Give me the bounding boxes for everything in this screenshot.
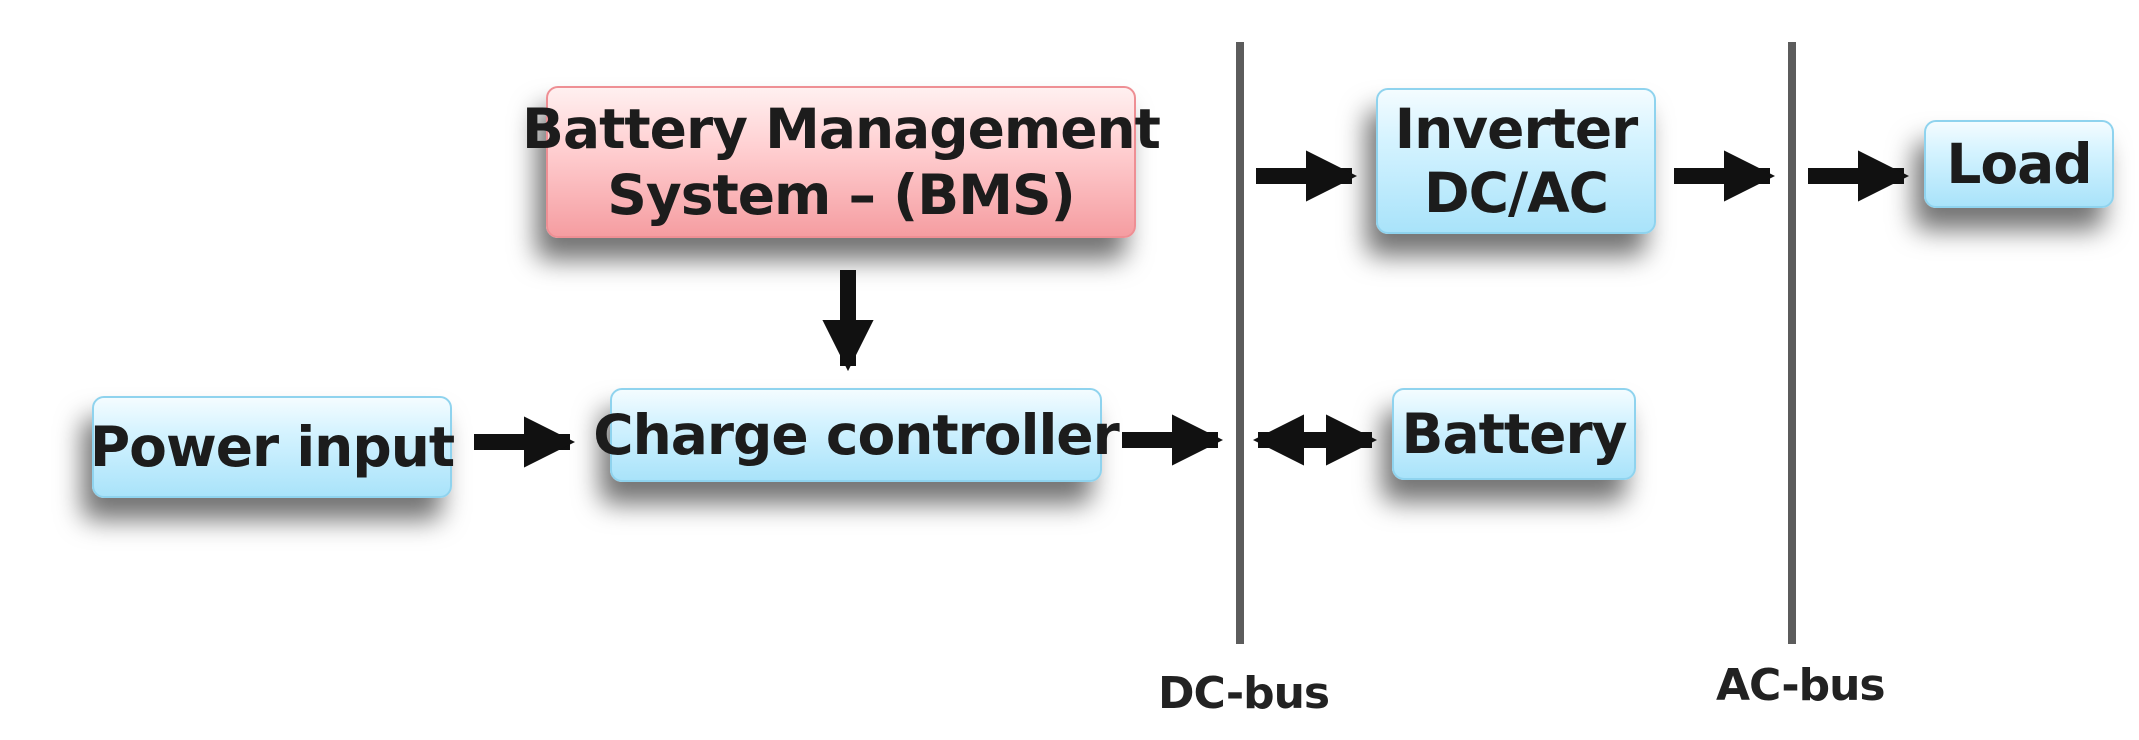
bms-label-line2: System – (BMS) [607,163,1075,227]
charge-controller-block: Charge controller [593,388,1120,482]
bms-block: Battery Management System – (BMS) [522,86,1161,238]
inverter-block: Inverter DC/AC [1376,88,1656,234]
power-input-label: Power input [89,415,455,479]
battery-label: Battery [1401,402,1628,466]
inverter-label-line2: DC/AC [1423,161,1609,225]
load-block: Load [1924,120,2114,208]
dc-bus-line [1236,42,1244,644]
battery-block: Battery [1392,388,1636,480]
inverter-label-line1: Inverter [1394,97,1639,161]
ac-bus-label: AC-bus [1716,660,1886,711]
charge-controller-label: Charge controller [593,403,1119,467]
ac-bus-line [1788,42,1796,644]
power-input-block: Power input [89,396,455,498]
load-label: Load [1946,132,2092,196]
dc-bus-label: DC-bus [1158,668,1330,719]
bms-label-line1: Battery Management [522,97,1161,161]
